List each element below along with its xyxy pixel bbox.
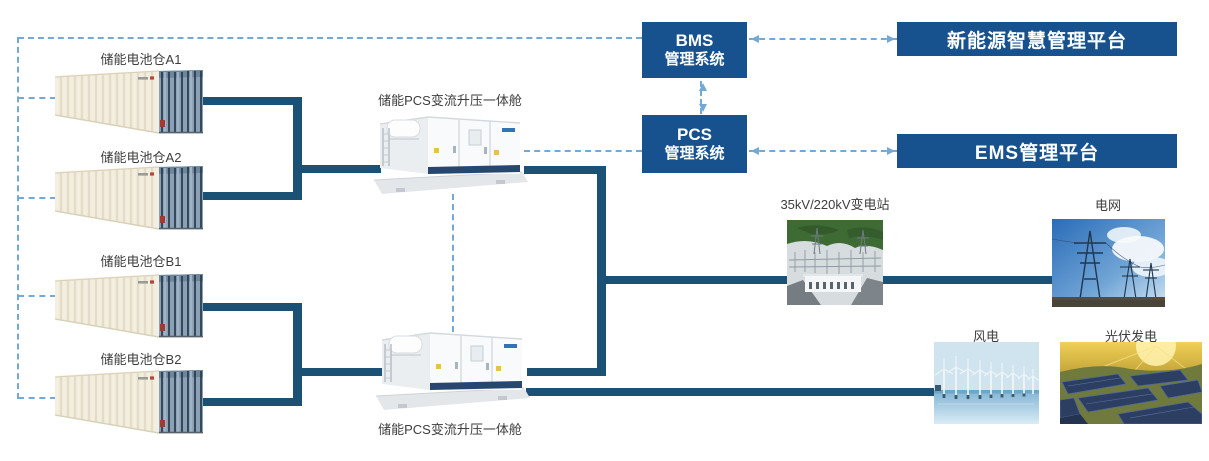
battery-container-illustration bbox=[55, 166, 203, 230]
battery-container-illustration bbox=[55, 70, 203, 134]
arrow-up-icon bbox=[699, 79, 707, 91]
control-line-left bbox=[17, 37, 19, 399]
battery-label-b1: 储能电池仓B1 bbox=[100, 254, 182, 269]
power-line-battery-a1 bbox=[202, 97, 299, 105]
wind-photo-illustration bbox=[934, 342, 1039, 424]
grid-label: 电网 bbox=[1094, 198, 1121, 213]
battery-label-b2: 储能电池仓B2 bbox=[100, 352, 182, 367]
pcs-box-line2: 管理系统 bbox=[664, 145, 725, 163]
bms-box-line1: BMS bbox=[675, 31, 714, 50]
pcs-box: PCS 管理系统 bbox=[642, 115, 747, 173]
pcs-cabin-lower-label: 储能PCS变流升压一体舱 bbox=[378, 422, 522, 437]
pcs-cabin-lower bbox=[376, 324, 530, 412]
battery-container-illustration bbox=[55, 370, 203, 434]
power-line-substation bbox=[602, 276, 787, 284]
substation-photo-illustration bbox=[787, 220, 883, 305]
power-line-pcs-a-out bbox=[524, 166, 606, 174]
battery-container-a1 bbox=[55, 70, 203, 134]
pcs-cabin-illustration bbox=[374, 108, 528, 196]
solar-photo-illustration bbox=[1060, 342, 1202, 424]
battery-container-b1 bbox=[55, 274, 203, 338]
ems-platform-box: EMS管理平台 bbox=[897, 134, 1177, 168]
solar-photo bbox=[1060, 342, 1202, 424]
grid-photo-illustration bbox=[1052, 219, 1165, 307]
battery-container-illustration bbox=[55, 274, 203, 338]
control-stub-b1 bbox=[18, 295, 56, 297]
control-line-pcs-cabin bbox=[524, 150, 642, 152]
control-stub-a2 bbox=[18, 197, 56, 199]
bms-box-line2: 管理系统 bbox=[664, 51, 725, 69]
arrow-right-icon bbox=[887, 147, 899, 155]
control-stub-b2 bbox=[18, 397, 56, 399]
power-bus-b bbox=[293, 303, 302, 406]
bms-box: BMS 管理系统 bbox=[642, 22, 747, 78]
renewable-platform-label: 新能源智慧管理平台 bbox=[946, 30, 1127, 52]
power-line-pcs-a-in bbox=[293, 165, 381, 173]
battery-label-a2: 储能电池仓A2 bbox=[100, 150, 182, 165]
battery-label-a1: 储能电池仓A1 bbox=[100, 52, 182, 67]
solar-label: 光伏发电 bbox=[1104, 329, 1157, 344]
pcs-cabin-upper bbox=[374, 108, 528, 196]
power-bus-a bbox=[293, 97, 302, 200]
arrow-left-icon bbox=[747, 147, 759, 155]
wind-label: 风电 bbox=[972, 329, 999, 344]
pcs-cabin-upper-label: 储能PCS变流升压一体舱 bbox=[378, 93, 522, 108]
control-line-top bbox=[18, 37, 642, 39]
control-arrow-bms-pcs bbox=[699, 81, 707, 114]
substation-label: 35kV/220kV变电站 bbox=[780, 197, 890, 212]
power-line-wind bbox=[526, 388, 934, 396]
power-line-battery-a2 bbox=[202, 192, 299, 200]
power-line-pcs-b-in bbox=[293, 368, 383, 376]
battery-container-b2 bbox=[55, 370, 203, 434]
ems-platform-label: EMS管理平台 bbox=[974, 142, 1100, 164]
power-line-pcs-b-out bbox=[527, 368, 606, 376]
renewable-platform-box: 新能源智慧管理平台 bbox=[897, 22, 1177, 56]
control-arrow-bms-platform bbox=[747, 35, 899, 43]
power-bus-right bbox=[597, 166, 606, 376]
power-line-battery-b2 bbox=[202, 398, 299, 406]
grid-photo bbox=[1052, 219, 1165, 307]
pcs-cabin-illustration bbox=[376, 324, 530, 412]
arrow-right-icon bbox=[887, 35, 899, 43]
control-line-pcs-cabins-link bbox=[452, 194, 454, 332]
pcs-box-line1: PCS bbox=[677, 125, 712, 144]
arrow-left-icon bbox=[747, 35, 759, 43]
control-stub-a1 bbox=[18, 97, 56, 99]
power-line-substation-grid bbox=[883, 276, 1052, 284]
arrow-down-icon bbox=[699, 104, 707, 116]
substation-photo bbox=[787, 220, 883, 305]
control-arrow-pcs-ems bbox=[747, 147, 899, 155]
power-line-battery-b1 bbox=[202, 303, 299, 311]
battery-container-a2 bbox=[55, 166, 203, 230]
wind-photo bbox=[934, 342, 1039, 424]
